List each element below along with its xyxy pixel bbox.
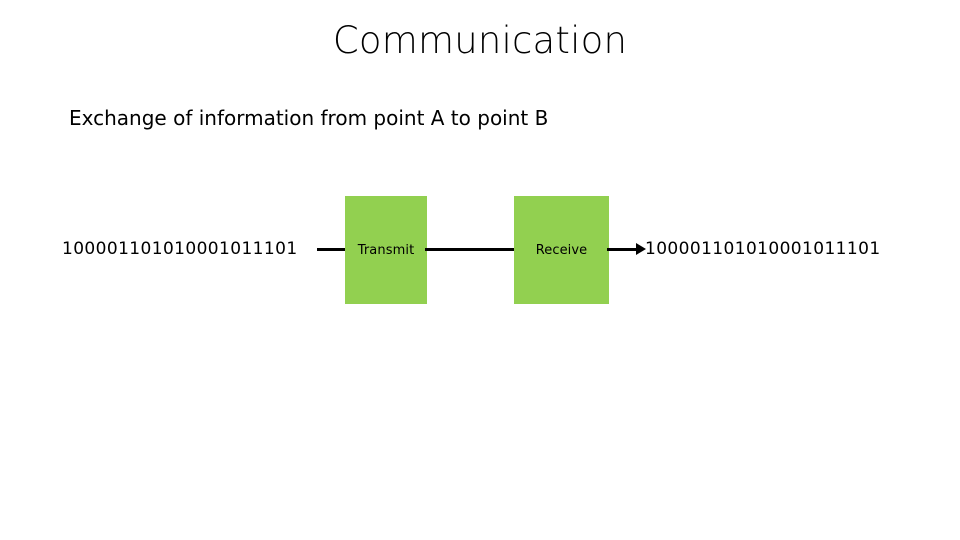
transmit-block[interactable]: Transmit [345,196,427,304]
receive-block-label: Receive [535,242,588,258]
connector-transmit-to-receive [425,248,516,251]
output-bitstring: 100001101010001011101 [645,239,881,259]
receive-block[interactable]: Receive [514,196,609,304]
connector-input-to-transmit [317,248,347,251]
page-title: Communication [332,19,628,62]
slide-subtitle: Exchange of information from point A to … [69,106,549,130]
input-bitstring: 100001101010001011101 [62,239,298,259]
arrow-right-icon [636,243,646,255]
connector-receive-to-output [607,248,638,251]
transmit-block-label: Transmit [357,242,415,258]
